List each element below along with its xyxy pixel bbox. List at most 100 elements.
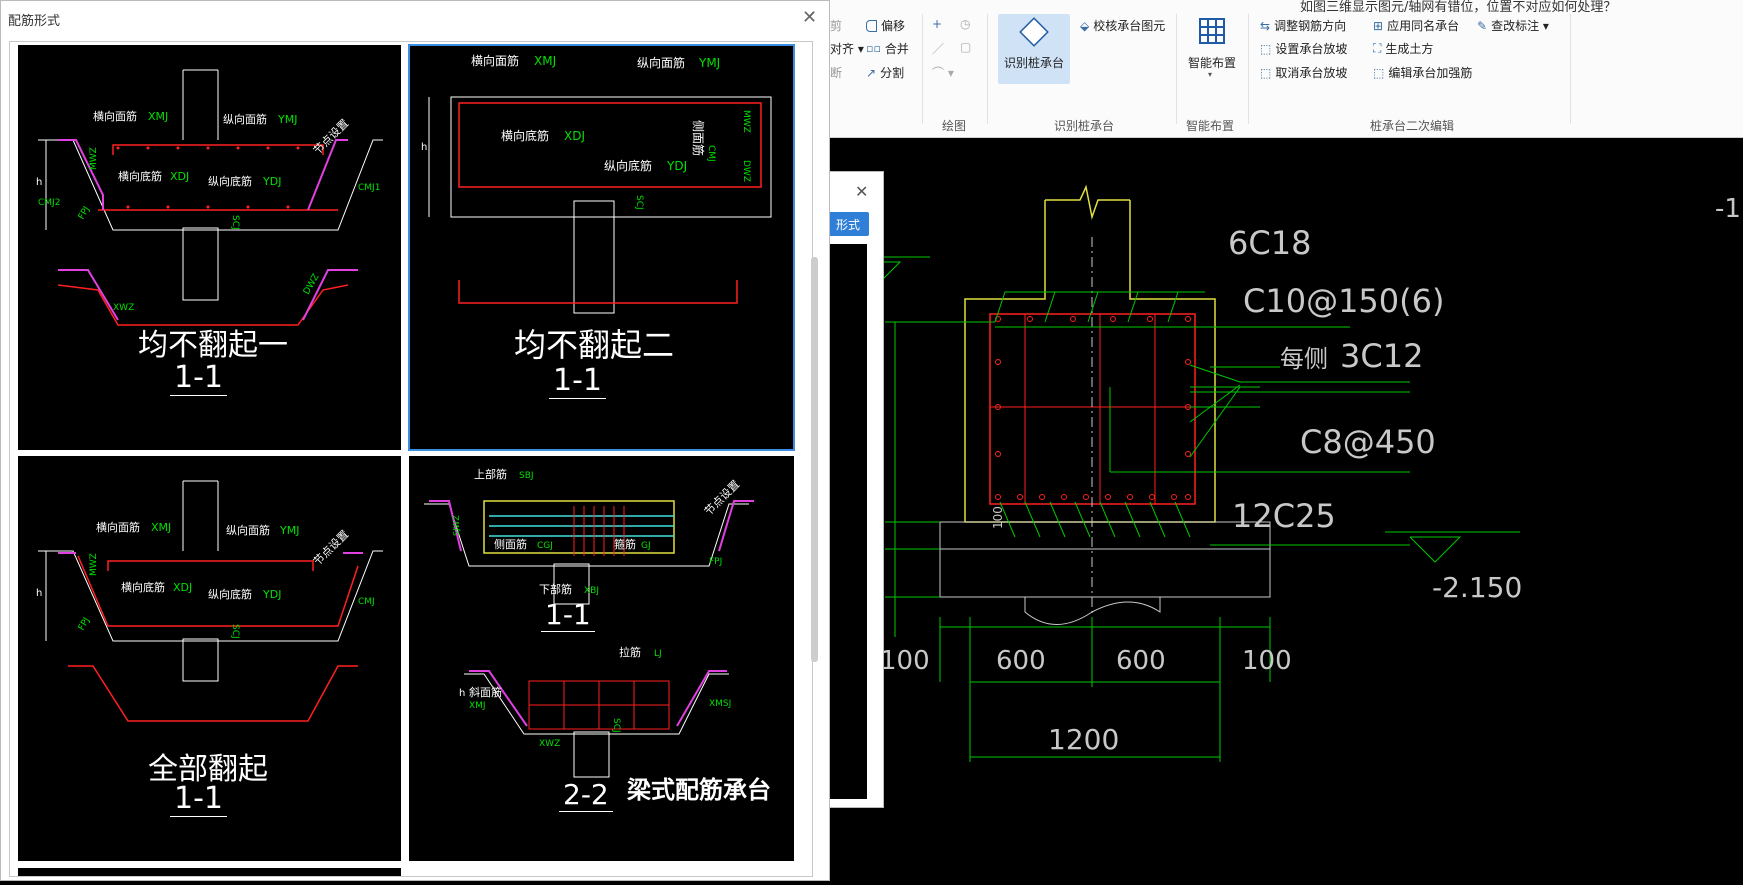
diagram-label: XDJ [564,129,585,143]
cad-label: 1200 [1048,723,1119,756]
rebar-form-diagram: 横向面筋 XMJ 纵向面筋 YMJ 节点设置 MWZ 横向底筋 XDJ 纵向底筋… [36,69,383,326]
align-button[interactable]: 对齐 ▾ [830,42,864,56]
cancel-slope-icon: ⬚ [1260,65,1272,80]
diagram-label: SCJ [634,195,644,210]
offset-button[interactable]: 偏移 [866,17,905,34]
option-caption: 均不翻起二 [514,326,675,364]
diagram-label: 纵向底筋 [208,174,252,188]
cad-label: 12C25 [1232,497,1336,535]
form-button[interactable]: 形式 [827,212,869,236]
rebar-form-option-1[interactable]: 横向面筋 XMJ 纵向面筋 YMJ 节点设置 MWZ 横向底筋 XDJ 纵向底筋… [18,45,401,450]
diagram-label: CMJ [358,597,375,607]
rebar-form-option-4[interactable]: 上部筋 SBJ 节点设置 侧面筋 CGJ 箍筋 GJ FPJ 下部筋 XBJ 拉… [409,456,794,861]
cad-label: 6C18 [1228,224,1311,262]
rebar-form-diagram: 上部筋 SBJ 节点设置 侧面筋 CGJ 箍筋 GJ FPJ 下部筋 XBJ 拉… [424,467,754,778]
diagram-label: YMJ [277,113,297,126]
diagram-label: FPJ [77,205,92,221]
rotate-point-icon[interactable]: ◷ [960,17,971,31]
diagram-label: h [36,588,42,599]
diagram-label: XMJ [151,521,171,534]
apply-same-name-button[interactable]: ⊞应用同名承台 [1373,18,1460,34]
diagram-label: 纵向底筋 [208,587,252,601]
diagram-label: 节点设置 [311,528,351,568]
diagram-label: SBJ [519,471,534,481]
recognize-pile-cap-button[interactable]: 识别桩承台 [998,14,1070,84]
cancel-slope-button[interactable]: ⬚取消承台放坡 [1260,65,1348,81]
diagram-label: MWZ [741,110,751,133]
separator [1570,14,1571,124]
cad-label: C10@150(6) [1243,282,1444,320]
diagram-label: XMJ [534,54,556,68]
ribbon-toolbar: 如图三维显示图元/轴网有错位，位置不对应如何处理？ 剪 对齐 ▾ 断 偏移 ▫▫… [830,0,1743,138]
diagram-label: MWZ [89,147,99,170]
merge-button[interactable]: ▫▫合并 [866,42,909,56]
set-slope-button[interactable]: ⬚设置承台放坡 [1260,41,1348,57]
separator [922,14,923,124]
diagram-label: XBJ [584,586,599,596]
diagram-label: YMJ [698,56,720,70]
break-button[interactable]: 断 [830,66,843,80]
diagram-label: 横向底筋 [121,580,165,594]
cad-label: 3C12 [1340,337,1423,375]
diagram-label: 下部筋 [539,582,572,596]
edit-strengthen-button[interactable]: ⬚编辑承台加强筋 [1373,65,1473,81]
section-label: 1-1 [170,781,227,817]
separator [1176,14,1177,124]
check-cap-button[interactable]: ⬙校核承台图元 [1080,18,1166,34]
rebar-form-diagram: 横向面筋 XMJ 纵向面筋 YMJ 节点设置 MWZ 横向底筋 XDJ 纵向底筋… [36,480,383,722]
diagram-label: 横向底筋 [118,169,162,183]
diagram-label: XWZ [539,739,560,749]
line-tool-icon[interactable]: ／ [932,42,945,56]
rebar-form-option-5[interactable] [18,868,401,876]
diagram-label: 横向面筋 [471,53,519,68]
adjust-rebar-dir-button[interactable]: ⇆调整钢筋方向 [1260,18,1347,34]
check-annotation-button[interactable]: ✎查改标注 ▾ [1477,18,1549,34]
grid-layout-icon [1199,18,1225,44]
arc-tool-icon[interactable]: ⌒ ▾ [932,66,954,80]
direction-icon: ⇆ [1260,18,1271,33]
diagram-label: MWZ [89,553,99,576]
cut-button[interactable]: 剪 [830,19,843,33]
diagram-label: h [459,688,465,699]
cad-label: 100 [880,646,930,676]
diagram-label: XMSJ [709,699,731,709]
dialog-scrollbar[interactable] [811,257,818,662]
background-dialog: ✕ 形式 [826,171,884,808]
recognize-cap-icon [1019,17,1049,47]
diagram-label: 拉筋 [619,645,641,659]
separator [987,14,988,124]
option-caption: 梁式配筋承台 [627,776,771,804]
diagram-label: XMJ [148,110,168,123]
section-label: 1-1 [541,598,595,632]
diagram-label: LJ [654,649,662,659]
secondary-group-label: 桩承台二次编辑 [1370,119,1455,133]
rect-tool-icon[interactable]: ▢ [960,40,972,54]
rebar-form-diagram: 横向面筋 XMJ 纵向面筋 YMJ 横向底筋 XDJ 侧面筋 CMJ 纵向底筋 … [421,53,772,314]
option-caption: 全部翻起 [148,752,268,787]
rebar-form-option-2[interactable]: 横向面筋 XMJ 纵向面筋 YMJ 横向底筋 XDJ 侧面筋 CMJ 纵向底筋 … [408,44,795,451]
generate-earthwork-button[interactable]: ⛶生成土方 [1373,41,1434,56]
background-dialog-canvas [827,244,867,799]
point-tool-icon[interactable]: + [932,17,943,31]
diagram-label: 箍筋 [614,537,636,551]
smart-layout-button[interactable]: 智能布置 ▾ [1182,16,1242,86]
diagram-label: h [36,177,42,188]
diagram-label: SCJ [230,215,240,230]
smart-group-label: 智能布置 [1186,119,1235,133]
diagram-label: SCJ [230,624,240,639]
close-icon[interactable]: ✕ [802,7,818,28]
smart-layout-label: 智能布置 [1187,56,1236,70]
slope-icon: ⬚ [1260,41,1272,56]
diagram-label: 纵向面筋 [226,523,270,537]
split-button[interactable]: ↗分割 [866,65,905,81]
cad-label: 每侧 [1280,345,1328,373]
section-label: 1-1 [170,360,227,396]
diagram-label: 纵向面筋 [637,55,685,70]
cad-canvas[interactable]: 6C18 C10@150(6) 每侧 3C12 C8@450 12C25 -2.… [820,137,1743,881]
annotation-icon: ✎ [1477,18,1488,33]
close-icon[interactable]: ✕ [855,182,869,201]
rebar-form-option-3[interactable]: 横向面筋 XMJ 纵向面筋 YMJ 节点设置 MWZ 横向底筋 XDJ 纵向底筋… [18,456,401,861]
diagram-label: h [421,142,427,153]
dialog-title: 配筋形式 [8,14,61,29]
question-text: 如图三维显示图元/轴网有错位，位置不对应如何处理？ [1300,0,1617,15]
